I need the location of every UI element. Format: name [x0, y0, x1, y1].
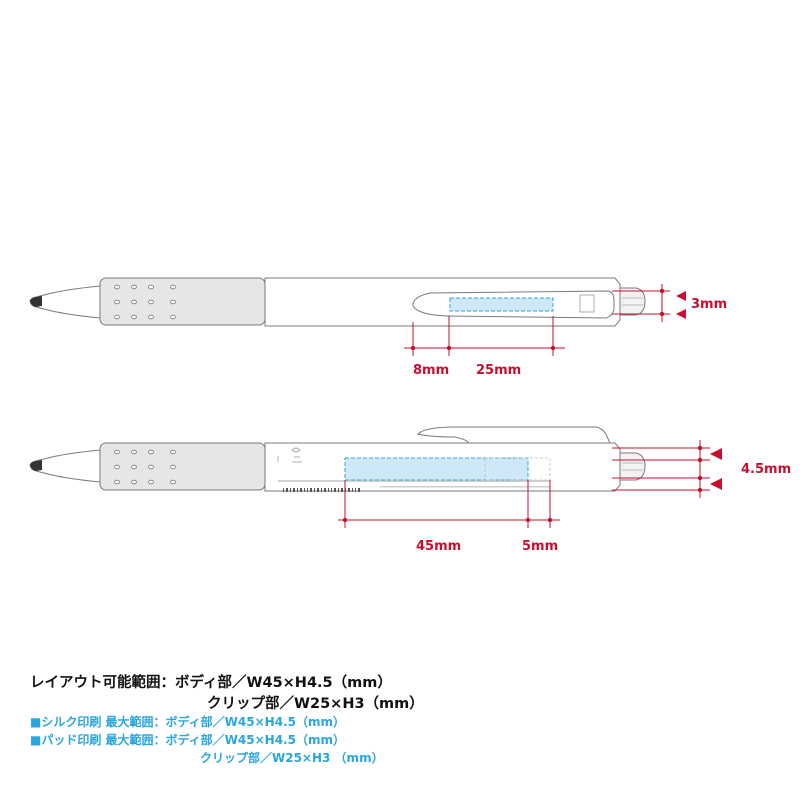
pen-bottom-dimensions: [338, 440, 722, 528]
pen-bottom-fine-print: [278, 480, 550, 488]
pen-bottom-dim-width: 45mm: [416, 539, 461, 554]
pen-bottom-dim-offset: 5mm: [522, 539, 558, 554]
pen-bottom: [29, 426, 646, 492]
pen-print-area-diagram: 3mm 8mm 25mm: [29, 277, 791, 554]
pen-bottom-grip-dots: [114, 449, 176, 485]
pad-print-range-line-2: クリップ部／W25×H3 （mm）: [200, 751, 384, 765]
pen-bottom-dim-height: 4.5mm: [741, 462, 791, 477]
pen-top-dim-offset: 8mm: [413, 363, 449, 378]
layout-range-line-1: レイアウト可能範囲：ボディ部／W45×H4.5（mm）: [30, 675, 392, 691]
pen-top-print-area: [449, 297, 554, 312]
pen-bottom-knock: [619, 452, 646, 481]
pen-bottom-print-area: [344, 457, 529, 481]
pen-top-grip-dots: [114, 284, 176, 320]
pen-top-grip: [99, 277, 266, 326]
layout-range-line-2: クリップ部／W25×H3（mm）: [207, 696, 424, 712]
pen-top-dim-width: 25mm: [476, 363, 521, 378]
pen-bottom-logo-marks: [277, 447, 302, 463]
pad-print-range-line-1: ■パッド印刷 最大範囲：ボディ部／W45×H4.5（mm）: [30, 733, 345, 747]
silk-print-range: ■シルク印刷 最大範囲：ボディ部／W45×H4.5（mm）: [30, 715, 345, 729]
pen-bottom-print-area-margin: [484, 457, 551, 481]
pen-top: [29, 277, 646, 327]
pen-bottom-barcode: [283, 488, 360, 492]
pen-bottom-grip: [99, 442, 266, 491]
pen-top-dimensions: [404, 284, 686, 356]
pen-top-knock: [619, 287, 646, 316]
pen-top-dim-height: 3mm: [691, 297, 727, 312]
